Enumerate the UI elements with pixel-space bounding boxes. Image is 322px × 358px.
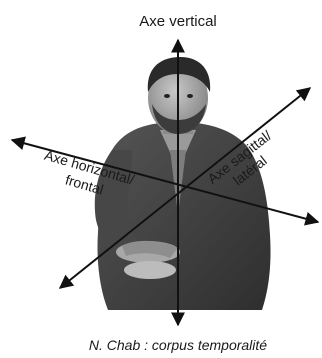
figure-caption: N. Chab : corpus temporalité [89,337,267,353]
vertical-axis-label: Axe vertical [139,13,217,30]
axes-group [10,38,320,327]
horizontal-axis-line [10,136,320,226]
